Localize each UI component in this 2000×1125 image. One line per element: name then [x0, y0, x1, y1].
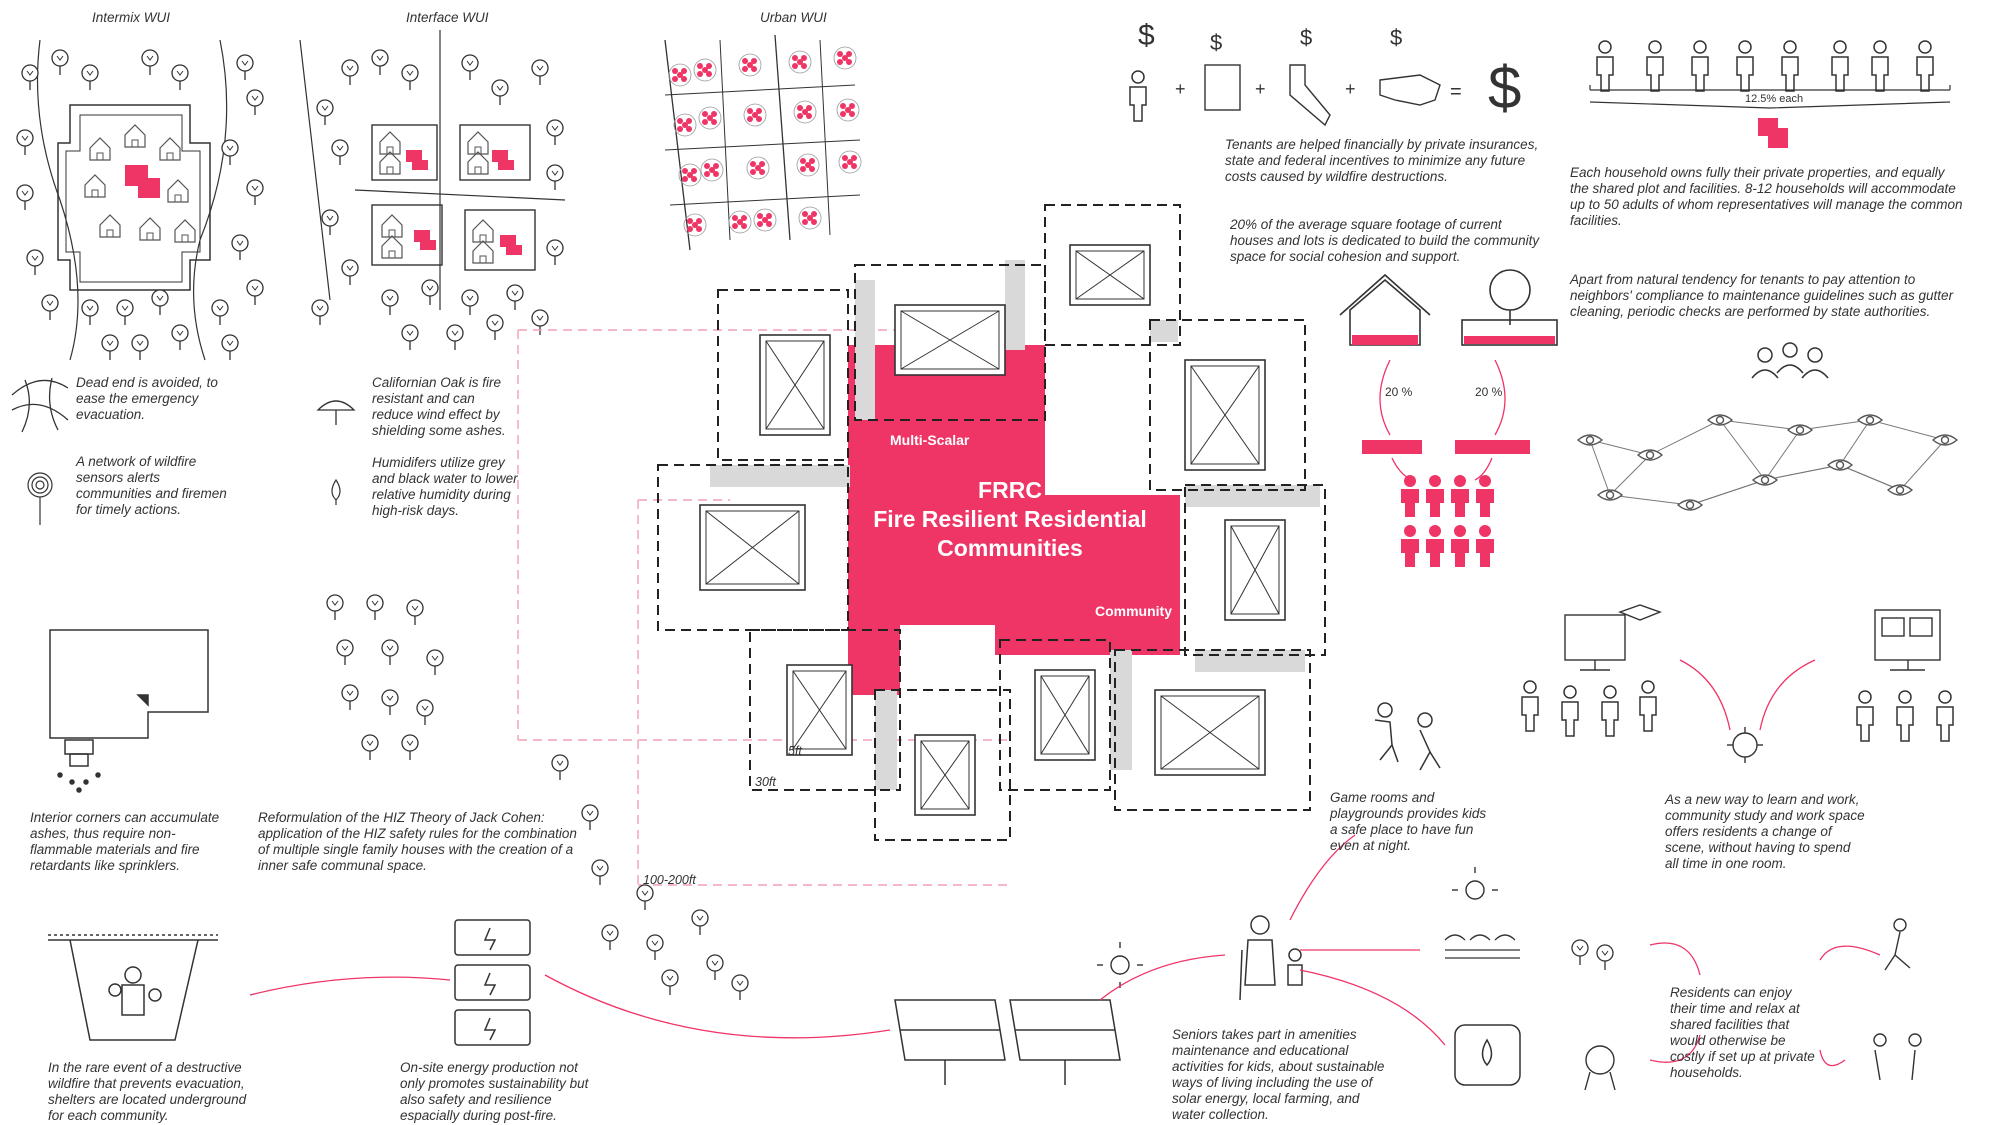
- note-interior-corners: Interior corners can accumulate ashes, t…: [30, 810, 220, 873]
- dead-end-icon: [11, 377, 69, 433]
- relax-arrows: [1649, 942, 1881, 1067]
- note-seniors: Seniors takes part in amenities maintena…: [1172, 1027, 1385, 1122]
- intermix-wui-map: [16, 39, 264, 361]
- note-sensors: A network of wildfire sensors alerts com…: [76, 454, 227, 517]
- footage-pct-left: 20 %: [1385, 385, 1413, 399]
- footage-pct-right: 20 %: [1475, 385, 1503, 399]
- sprinkler-corner-icon: [49, 629, 209, 793]
- relax-icons: [1571, 918, 1922, 1091]
- water-tank-icon: [1454, 1024, 1521, 1086]
- intermix-title: Intermix WUI: [92, 10, 171, 25]
- quadrant-safety: Safety: [922, 667, 965, 683]
- note-hiz-theory: Reformulation of the HIZ Theory of Jack …: [258, 810, 577, 873]
- energy-arrows: [249, 974, 891, 1039]
- battery-icon: [454, 919, 531, 1046]
- note-energy: On-site energy production not only promo…: [400, 1060, 589, 1123]
- quadrant-ownership: Ownership: [1055, 348, 1128, 364]
- footage-diagram: [1339, 269, 1558, 567]
- svg-text:=: =: [1450, 81, 1462, 103]
- note-game-rooms: Game rooms and playgrounds provides kids…: [1330, 790, 1487, 853]
- note-humidifier: Humidifers utilize grey and black water …: [372, 455, 518, 518]
- surveillance-network: [1577, 342, 1958, 511]
- note-relax: Residents can enjoy their time and relax…: [1670, 985, 1815, 1080]
- frrc-acronym: FRRC: [978, 477, 1042, 503]
- note-dead-end: Dead end is avoided, to ease the emergen…: [76, 375, 218, 422]
- note-surveillance: Apart from natural tendency for tenants …: [1570, 272, 1954, 319]
- humidifier-icon: [331, 478, 341, 505]
- note-shelter: In the rare event of a destructive wildf…: [48, 1060, 247, 1123]
- note-finance: Tenants are helped financially by privat…: [1225, 137, 1539, 184]
- urban-title: Urban WUI: [760, 10, 827, 25]
- svg-text:+: +: [1345, 79, 1356, 99]
- frrc-name-line1: Fire Resilient Residential: [873, 506, 1147, 532]
- oak-icon: [316, 400, 356, 425]
- svg-text:$: $: [1488, 54, 1521, 121]
- study-work-icons: [1521, 604, 1954, 763]
- distance-100-200ft: 100-200ft: [643, 873, 696, 887]
- seniors-arrows: [1099, 834, 1446, 1046]
- finance-equation-icons: $ + $ + $ + $ = $: [1129, 19, 1521, 127]
- quadrant-multiscalar: Multi-Scalar: [890, 432, 970, 448]
- hiz-tree-field: [326, 594, 749, 1001]
- svg-text:+: +: [1255, 79, 1266, 99]
- frrc-center-title: FRRC Fire Resilient Residential Communit…: [850, 476, 1170, 563]
- svg-text:+: +: [1175, 79, 1186, 99]
- sun-icon: [1097, 867, 1498, 988]
- note-oak: Californian Oak is fire resistant and ca…: [372, 375, 506, 438]
- note-ownership: Each household owns fully their private …: [1570, 165, 1963, 228]
- playground-kids-icon: [1374, 702, 1441, 771]
- ownership-share-label: 12.5% each: [1745, 93, 1804, 105]
- svg-text:$: $: [1138, 19, 1155, 52]
- underground-shelter-icon: [48, 934, 218, 1041]
- central-site-plan: [517, 204, 1326, 886]
- households-row: [1589, 40, 1951, 148]
- svg-text:$: $: [1390, 25, 1402, 50]
- distance-5ft: 5ft: [788, 744, 802, 758]
- solar-panel-icon: [894, 999, 1121, 1085]
- quadrant-community: Community: [1095, 603, 1172, 619]
- svg-text:$: $: [1210, 30, 1222, 55]
- study-work-arrows: [1679, 659, 1816, 731]
- sensor-icon: [27, 472, 53, 525]
- frrc-name-line2: Communities: [937, 535, 1083, 561]
- urban-wui-map: [664, 34, 862, 251]
- seniors-icon: [1239, 915, 1303, 1001]
- interface-title: Interface WUI: [406, 10, 489, 25]
- farming-icon: [1444, 934, 1520, 959]
- interface-wui-map: [299, 30, 566, 351]
- distance-30ft: 30ft: [755, 775, 776, 789]
- note-footage: 20% of the average square footage of cur…: [1230, 217, 1540, 264]
- svg-text:$: $: [1300, 25, 1312, 50]
- note-study-work: As a new way to learn and work, communit…: [1665, 792, 1865, 871]
